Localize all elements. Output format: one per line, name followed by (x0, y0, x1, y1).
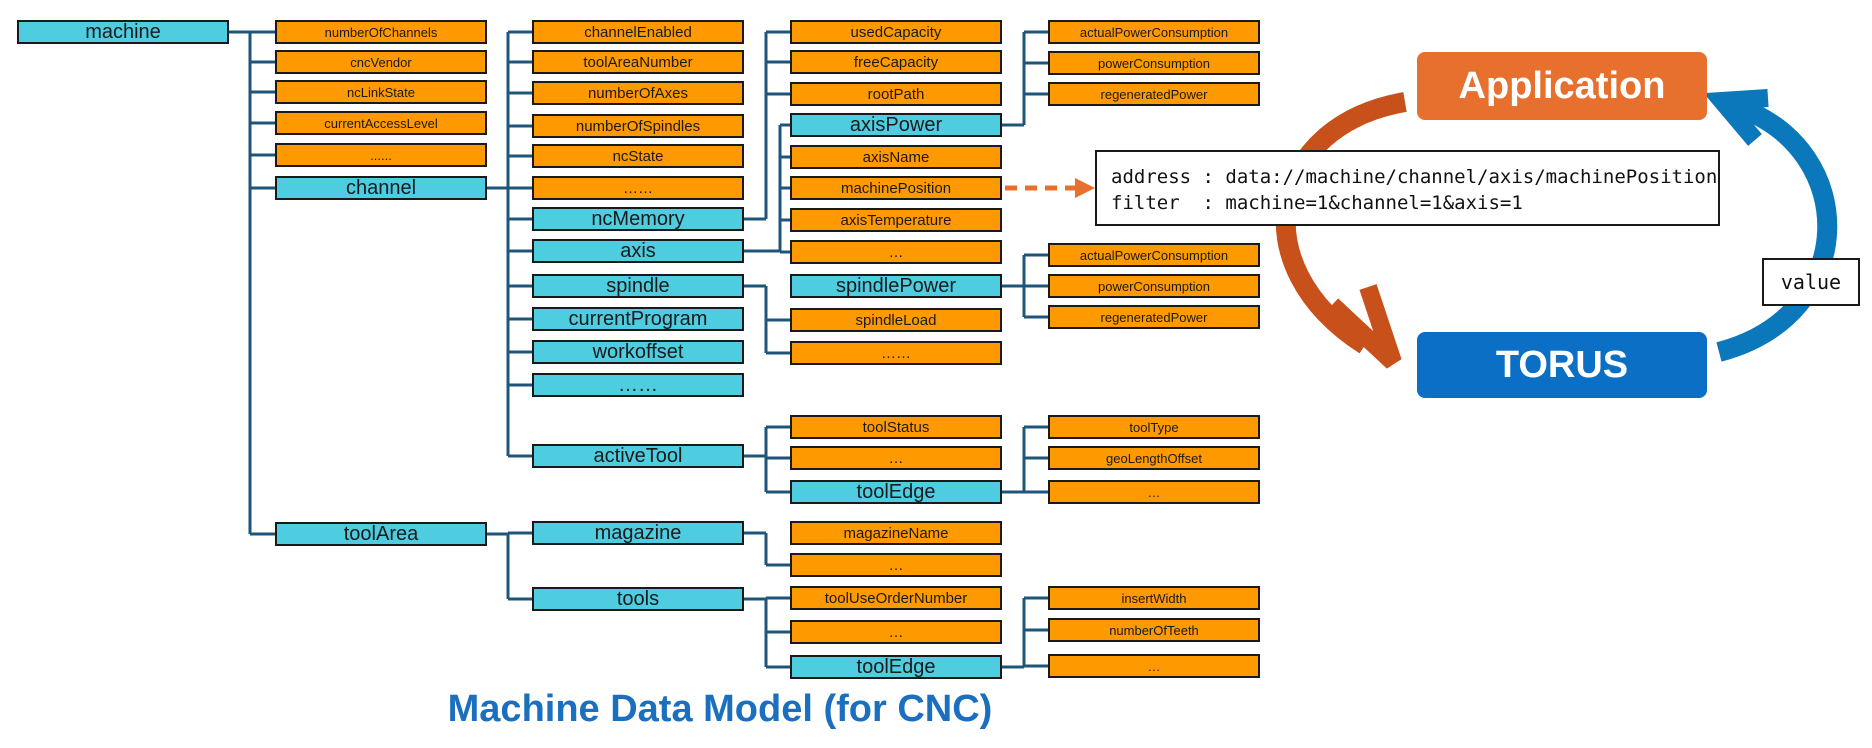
channel-more-node[interactable]: …… (532, 373, 744, 397)
tools-node[interactable]: tools (532, 587, 744, 611)
machine-leaf-number-of-channels[interactable]: numberOfChannels (275, 20, 487, 44)
axis-leaf-axis-temperature[interactable]: axisTemperature (790, 208, 1002, 232)
request-address-box: address : data://machine/channel/axis/ma… (1095, 150, 1720, 226)
axis-power-leaf-regenerated-power[interactable]: regeneratedPower (1048, 82, 1260, 106)
magazine-leaf-more[interactable]: … (790, 553, 1002, 577)
axis-power-node[interactable]: axisPower (790, 113, 1002, 137)
nc-memory-leaf-root-path[interactable]: rootPath (790, 82, 1002, 106)
spindle-leaf-more[interactable]: …… (790, 341, 1002, 365)
request-arc-arrowhead (1325, 284, 1402, 369)
magazine-node[interactable]: magazine (532, 521, 744, 545)
channel-leaf-number-of-spindles[interactable]: numberOfSpindles (532, 114, 744, 138)
response-arc-arrowhead (1703, 89, 1769, 146)
tools-tool-edge-node[interactable]: toolEdge (790, 655, 1002, 679)
channel-node[interactable]: channel (275, 176, 487, 200)
active-tool-tool-edge-node[interactable]: toolEdge (790, 480, 1002, 504)
tools-leaf-more[interactable]: … (790, 620, 1002, 644)
tools-edge-leaf-number-of-teeth[interactable]: numberOfTeeth (1048, 618, 1260, 642)
axis-power-leaf-power-consumption[interactable]: powerConsumption (1048, 51, 1260, 75)
torus-box[interactable]: TORUS (1417, 332, 1707, 398)
channel-leaf-nc-state[interactable]: ncState (532, 144, 744, 168)
application-box[interactable]: Application (1417, 52, 1707, 120)
tool-area-node[interactable]: toolArea (275, 522, 487, 546)
spindle-power-leaf-power-consumption[interactable]: powerConsumption (1048, 274, 1260, 298)
active-tool-edge-leaf-tool-type[interactable]: toolType (1048, 415, 1260, 439)
spindle-power-node[interactable]: spindlePower (790, 274, 1002, 298)
channel-leaf-more[interactable]: …… (532, 176, 744, 200)
spindle-node[interactable]: spindle (532, 274, 744, 298)
machine-leaf-current-access-level[interactable]: currentAccessLevel (275, 111, 487, 135)
tools-leaf-tool-use-order-number[interactable]: toolUseOrderNumber (790, 586, 1002, 610)
machine-leaf-more[interactable]: ...... (275, 143, 487, 167)
spindle-leaf-spindle-load[interactable]: spindleLoad (790, 308, 1002, 332)
active-tool-edge-leaf-more[interactable]: … (1048, 480, 1260, 504)
active-tool-node[interactable]: activeTool (532, 444, 744, 468)
nc-memory-leaf-used-capacity[interactable]: usedCapacity (790, 20, 1002, 44)
address-line: address : data://machine/channel/axis/ma… (1111, 166, 1718, 188)
channel-leaf-number-of-axes[interactable]: numberOfAxes (532, 81, 744, 105)
machine-leaf-nc-link-state[interactable]: ncLinkState (275, 80, 487, 104)
channel-leaf-tool-area-number[interactable]: toolAreaNumber (532, 50, 744, 74)
axis-leaf-machine-position[interactable]: machinePosition (790, 176, 1002, 200)
axis-leaf-axis-name[interactable]: axisName (790, 145, 1002, 169)
machine-node[interactable]: machine (17, 20, 229, 44)
spindle-power-leaf-actual-power-consumption[interactable]: actualPowerConsumption (1048, 243, 1260, 267)
machine-position-pointer-head (1075, 178, 1095, 198)
active-tool-edge-leaf-geo-length-offset[interactable]: geoLengthOffset (1048, 446, 1260, 470)
spindle-power-leaf-regenerated-power[interactable]: regeneratedPower (1048, 305, 1260, 329)
axis-power-leaf-actual-power-consumption[interactable]: actualPowerConsumption (1048, 20, 1260, 44)
axis-node[interactable]: axis (532, 239, 744, 263)
magazine-leaf-magazine-name[interactable]: magazineName (790, 521, 1002, 545)
filter-line: filter : machine=1&channel=1&axis=1 (1111, 192, 1523, 214)
machine-leaf-cnc-vendor[interactable]: cncVendor (275, 50, 487, 74)
axis-leaf-more[interactable]: … (790, 240, 1002, 264)
nc-memory-leaf-free-capacity[interactable]: freeCapacity (790, 50, 1002, 74)
value-label-box: value (1762, 258, 1860, 306)
workoffset-node[interactable]: workoffset (532, 340, 744, 364)
active-tool-leaf-tool-status[interactable]: toolStatus (790, 415, 1002, 439)
current-program-node[interactable]: currentProgram (532, 307, 744, 331)
channel-leaf-channel-enabled[interactable]: channelEnabled (532, 20, 744, 44)
diagram-caption: Machine Data Model (for CNC) (447, 688, 993, 730)
response-arc-arrow (1716, 97, 1838, 362)
active-tool-leaf-more[interactable]: … (790, 446, 1002, 470)
tools-edge-leaf-more[interactable]: … (1048, 654, 1260, 678)
nc-memory-node[interactable]: ncMemory (532, 207, 744, 231)
tools-edge-leaf-insert-width[interactable]: insertWidth (1048, 586, 1260, 610)
